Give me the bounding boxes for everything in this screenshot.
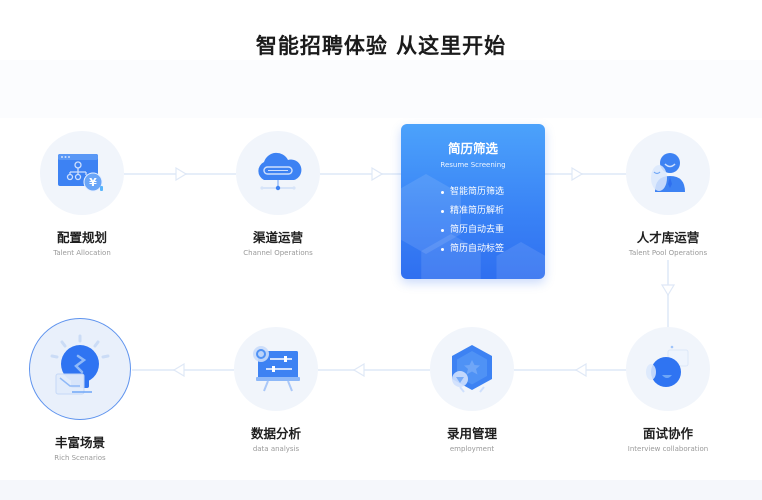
featured-title: 简历筛选 (447, 141, 498, 156)
feature-text: 简历自动去重 (450, 225, 505, 235)
feature-text: 精准简历解析 (450, 206, 505, 216)
step-icon-circle (236, 131, 320, 215)
feature-text: 智能简历筛选 (450, 187, 505, 197)
bullet-icon (441, 229, 444, 232)
feature-item: 智能简历筛选 (441, 183, 545, 202)
step-title: 数据分析 (250, 426, 301, 441)
arrow-down-icon (661, 284, 675, 297)
step-subtitle: Channel Operations (243, 249, 313, 257)
step-subtitle: employment (449, 445, 495, 453)
arrow-left-icon (352, 363, 365, 377)
featured-step-resume-screening[interactable]: 简历筛选 Resume Screening 智能简历筛选 精准简历解析 简历自动… (401, 124, 545, 279)
bullet-icon (441, 210, 444, 213)
arrow-left-icon (574, 363, 587, 377)
arrow-right-icon (371, 167, 384, 181)
footer-band (0, 480, 762, 500)
connector-line (514, 369, 627, 371)
cloud-network-icon (258, 152, 302, 191)
bullet-icon (441, 248, 444, 251)
step-icon-circle (430, 327, 514, 411)
feature-item: 精准简历解析 (441, 202, 545, 221)
step-channel-operations[interactable]: 渠道运营 Channel Operations (213, 131, 343, 257)
user-profile-icon (651, 153, 685, 192)
step-title: 面试协作 (642, 426, 693, 441)
org-chart-window-icon: ¥ (58, 154, 103, 192)
step-talent-pool-operations[interactable]: 人才库运营 Talent Pool Operations (603, 131, 733, 257)
step-title: 录用管理 (446, 426, 497, 441)
step-subtitle: data analysis (252, 445, 300, 453)
feature-item: 简历自动去重 (441, 221, 545, 240)
featured-feature-list: 智能简历筛选 精准简历解析 简历自动去重 简历自动标签 (401, 183, 545, 259)
chat-bubble-icon (646, 345, 689, 387)
feature-item: 简历自动标签 (441, 240, 545, 259)
step-subtitle: Talent Pool Operations (628, 249, 708, 257)
connector-line (318, 369, 430, 371)
step-subtitle: Talent Allocation (53, 249, 111, 257)
arrow-right-icon (571, 167, 584, 181)
step-title: 丰富场景 (54, 435, 105, 450)
step-talent-allocation[interactable]: ¥ 配置规划 Talent Allocation (17, 131, 147, 257)
arrow-left-icon (172, 363, 185, 377)
step-subtitle: Interview collaboration (627, 445, 709, 453)
step-icon-circle (29, 318, 131, 420)
arrow-right-icon (175, 167, 188, 181)
page-title: 智能招聘体验 从这里开始 (255, 34, 507, 58)
hexagon-decoration-icon (421, 234, 481, 279)
header-band (0, 60, 762, 118)
feature-text: 简历自动标签 (450, 244, 505, 254)
step-icon-circle (234, 327, 318, 411)
bullet-icon (441, 191, 444, 194)
hexagon-badge-icon (452, 345, 492, 393)
connector-line (545, 173, 627, 175)
hexagon-decoration-icon (401, 174, 461, 254)
step-title: 渠道运营 (252, 230, 303, 245)
step-subtitle: Rich Scenarios (54, 454, 106, 462)
step-data-analysis[interactable]: 数据分析 data analysis (211, 327, 341, 453)
presentation-board-icon (253, 346, 300, 392)
svg-text:¥: ¥ (89, 176, 97, 189)
step-title: 人才库运营 (636, 230, 700, 245)
featured-subtitle: Resume Screening (440, 161, 506, 169)
step-rich-scenarios[interactable]: 丰富场景 Rich Scenarios (15, 318, 145, 462)
step-icon-circle (626, 131, 710, 215)
step-title: 配置规划 (56, 230, 107, 245)
hexagon-decoration-icon (496, 242, 545, 279)
lightbulb-icon (50, 334, 110, 395)
connector-line (320, 173, 401, 175)
step-icon-circle (626, 327, 710, 411)
step-icon-circle: ¥ (40, 131, 124, 215)
step-interview-collaboration[interactable]: 面试协作 Interview collaboration (603, 327, 733, 453)
step-employment[interactable]: 录用管理 employment (407, 327, 537, 453)
